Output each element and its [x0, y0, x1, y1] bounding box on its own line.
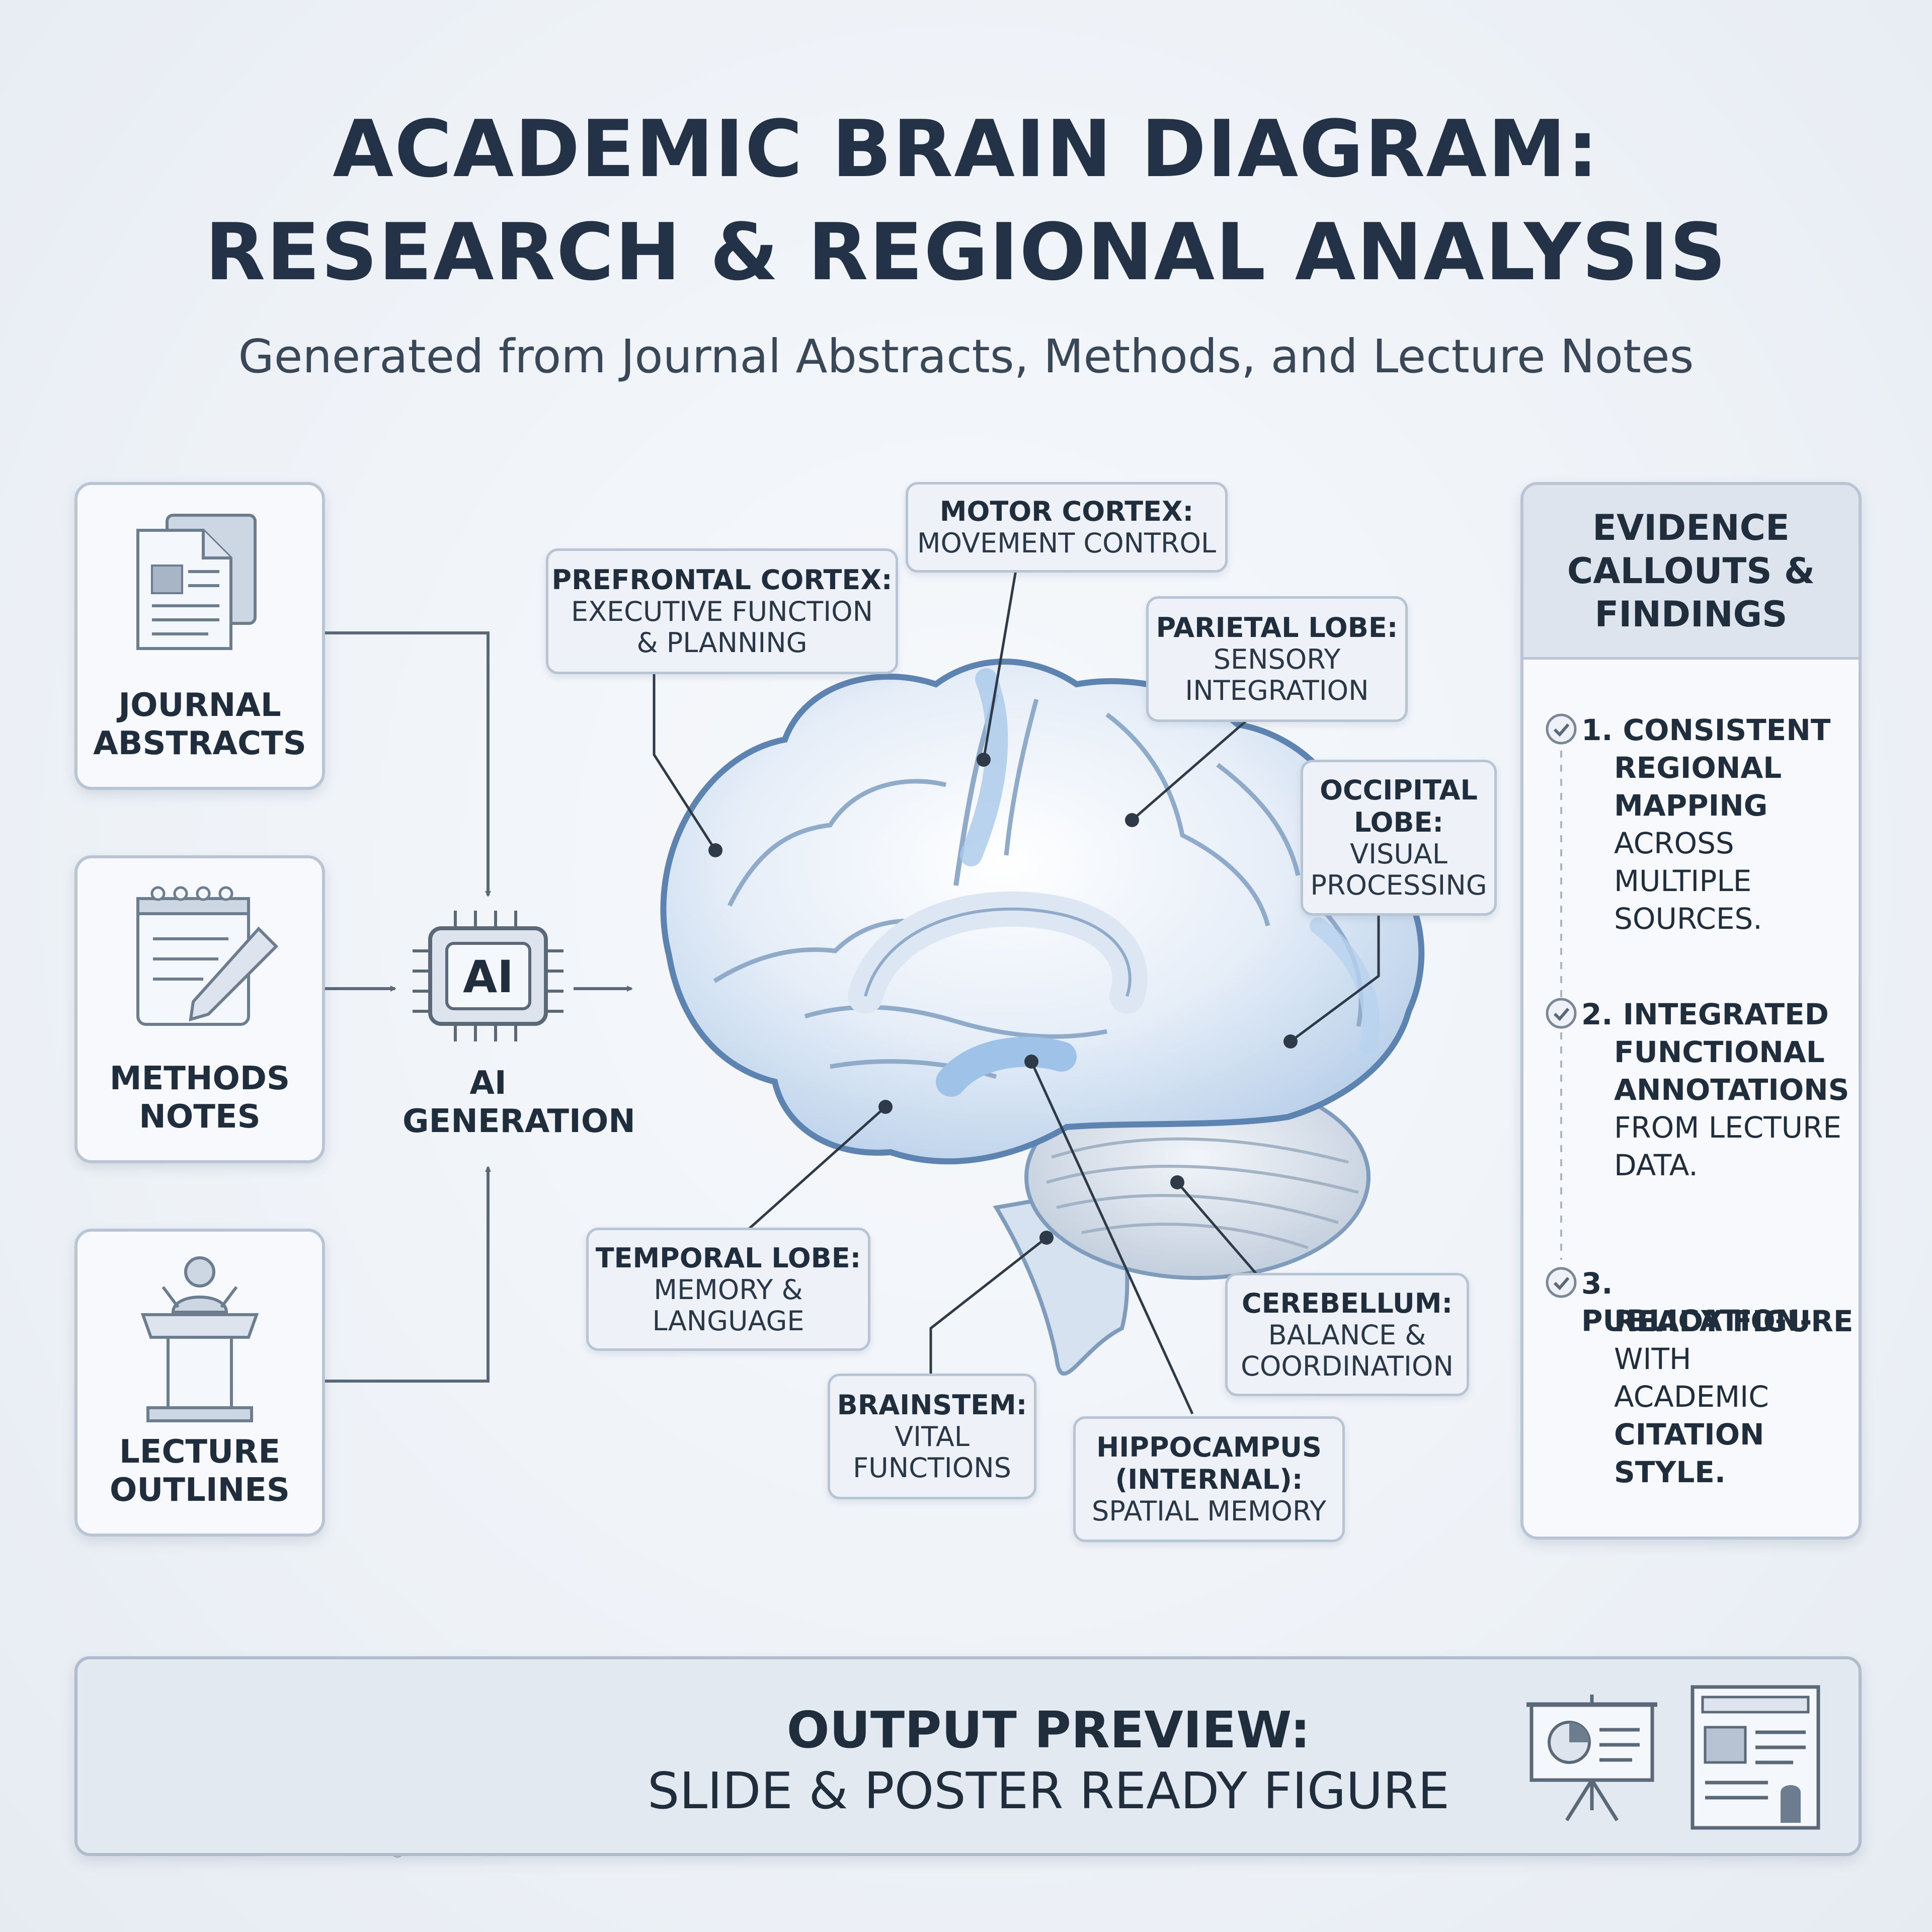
output-icons [1526, 1685, 1820, 1830]
check-circle-icon [1546, 1267, 1577, 1298]
evidence-timeline-decoration [1560, 737, 1562, 1260]
journal-abstracts-label-1: JOURNAL [118, 687, 281, 724]
ai-chip-icon [413, 911, 564, 1041]
region-label-occipital-lobe[interactable]: OCCIPITAL LOBE: VISUAL PROCESSING [1301, 760, 1497, 916]
region-label-motor-cortex[interactable]: MOTOR CORTEX: MOVEMENT CONTROL [906, 482, 1228, 573]
evidence-panel-header: EVIDENCE CALLOUTS & FINDINGS [1523, 485, 1859, 660]
lecture-outlines-label-2: OUTLINES [110, 1472, 290, 1509]
flow-connectors [322, 631, 633, 1383]
region-label-brainstem[interactable]: BRAINSTEM: VITAL FUNCTIONS [828, 1374, 1036, 1499]
region-leader-dots [708, 753, 1298, 1245]
methods-notes-label-2: NOTES [139, 1098, 261, 1136]
podium-speaker-icon [140, 1256, 259, 1422]
hippocampus-leader [1030, 1061, 1194, 1415]
parietal-leader [1131, 718, 1249, 821]
output-preview-bar[interactable]: OUTPUT PREVIEW: SLIDE & POSTER READY FIG… [74, 1656, 1862, 1856]
document-icon [136, 514, 257, 650]
page-title-line1: ACADEMIC BRAIN DIAGRAM: [333, 103, 1599, 195]
ai-generation-label-2: GENERATION [403, 1103, 635, 1140]
page-subtitle: Generated from Journal Abstracts, Method… [238, 330, 1694, 383]
lecture-outlines-card[interactable]: LECTURE OUTLINES [74, 1229, 325, 1537]
page-title-line2: RESEARCH & REGIONAL ANALYSIS [205, 206, 1727, 298]
poster-document-icon [1691, 1685, 1820, 1830]
region-label-prefrontal-cortex[interactable]: PREFRONTAL CORTEX: EXECUTIVE FUNCTION & … [546, 548, 898, 674]
prefrontal-leader [653, 669, 717, 851]
journal-abstracts-card[interactable]: JOURNAL ABSTRACTS [74, 482, 325, 790]
region-label-parietal-lobe[interactable]: PARIETAL LOBE: SENSORY INTEGRATION [1146, 596, 1408, 722]
output-preview-subtitle: SLIDE & POSTER READY FIGURE [647, 1761, 1450, 1820]
region-label-hippocampus[interactable]: HIPPOCAMPUS (INTERNAL): SPATIAL MEMORY [1073, 1416, 1345, 1542]
methods-notes-card[interactable]: METHODS NOTES [74, 855, 325, 1163]
region-leader-lines [653, 567, 1380, 1415]
check-circle-icon [1546, 713, 1577, 745]
lecture-outlines-label-1: LECTURE [119, 1433, 281, 1471]
ai-generation-label-1: AI [469, 1065, 507, 1102]
temporal-leader [744, 1106, 887, 1234]
lecture-to-ai-connector [322, 1166, 491, 1383]
presentation-board-icon [1526, 1695, 1657, 1821]
region-label-temporal-lobe[interactable]: TEMPORAL LOBE: MEMORY & LANGUAGE [586, 1228, 870, 1351]
occipital-leader [1290, 911, 1380, 1043]
evidence-panel: EVIDENCE CALLOUTS & FINDINGS 1. CONSISTE… [1520, 482, 1862, 1540]
ai-generation-node[interactable]: AI AI GENERATION [403, 901, 635, 1162]
notepad-pencil-icon [136, 886, 279, 1026]
methods-notes-label-1: METHODS [109, 1060, 290, 1097]
check-circle-icon [1546, 998, 1577, 1029]
journal-to-ai-connector [322, 631, 491, 897]
motor-leader [982, 567, 1018, 760]
output-preview-title: OUTPUT PREVIEW: [786, 1701, 1311, 1759]
ai-chip-text: AI [463, 951, 514, 1003]
brainstem-leader [929, 1237, 1048, 1394]
journal-abstracts-label-2: ABSTRACTS [93, 725, 306, 762]
region-label-cerebellum[interactable]: CEREBELLUM: BALANCE & COORDINATION [1225, 1273, 1469, 1396]
